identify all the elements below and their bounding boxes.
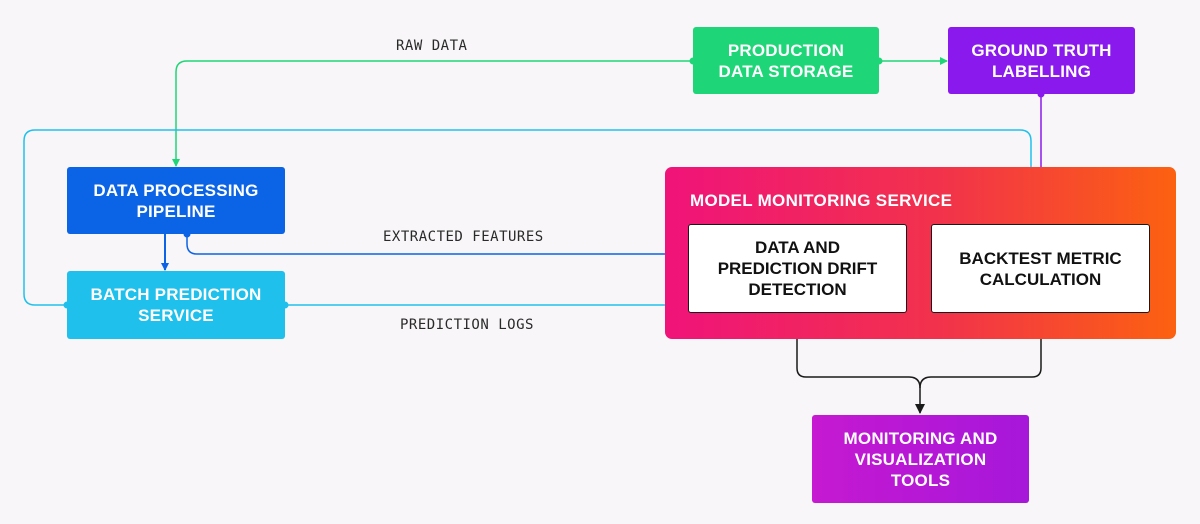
monitoring-visualization-tools-label: MONITORING AND VISUALIZATION TOOLS bbox=[843, 428, 998, 490]
data-processing-pipeline-label: DATA PROCESSING PIPELINE bbox=[93, 180, 259, 221]
batch-prediction-service-box: BATCH PREDICTION SERVICE bbox=[67, 271, 285, 339]
production-data-storage-label: PRODUCTION DATA STORAGE bbox=[718, 40, 854, 81]
batch-prediction-service-label: BATCH PREDICTION SERVICE bbox=[90, 285, 262, 325]
data-processing-pipeline-box: DATA PROCESSING PIPELINE bbox=[67, 167, 285, 234]
extracted-features-connector bbox=[186, 234, 689, 258]
monitoring-visualization-tools-box: MONITORING AND VISUALIZATION TOOLS bbox=[812, 415, 1029, 503]
ground-truth-labelling-label: GROUND TRUTH LABELLING bbox=[971, 40, 1112, 81]
drift-to-tools-connector bbox=[796, 313, 925, 414]
production-data-storage-box: PRODUCTION DATA STORAGE bbox=[693, 27, 879, 94]
ground-truth-labelling-box: GROUND TRUTH LABELLING bbox=[948, 27, 1135, 94]
backtest-metric-label: BACKTEST METRIC CALCULATION bbox=[959, 248, 1122, 289]
backtest-metric-box: BACKTEST METRIC CALCULATION bbox=[931, 224, 1150, 313]
drift-detection-box: DATA AND PREDICTION DRIFT DETECTION bbox=[688, 224, 907, 313]
raw-data-connector bbox=[172, 60, 693, 167]
backtest-to-tools-connector bbox=[919, 313, 1042, 389]
model-monitoring-service-panel: MODEL MONITORING SERVICE DATA AND PREDIC… bbox=[665, 167, 1176, 339]
drift-detection-label: DATA AND PREDICTION DRIFT DETECTION bbox=[717, 238, 878, 299]
model-monitoring-service-title: MODEL MONITORING SERVICE bbox=[690, 191, 953, 210]
batch-to-backtest-connector bbox=[23, 129, 1035, 306]
prediction-logs-label: PREDICTION LOGS bbox=[400, 317, 534, 333]
extracted-features-label: EXTRACTED FEATURES bbox=[383, 229, 544, 245]
raw-data-label: RAW DATA bbox=[396, 38, 468, 54]
